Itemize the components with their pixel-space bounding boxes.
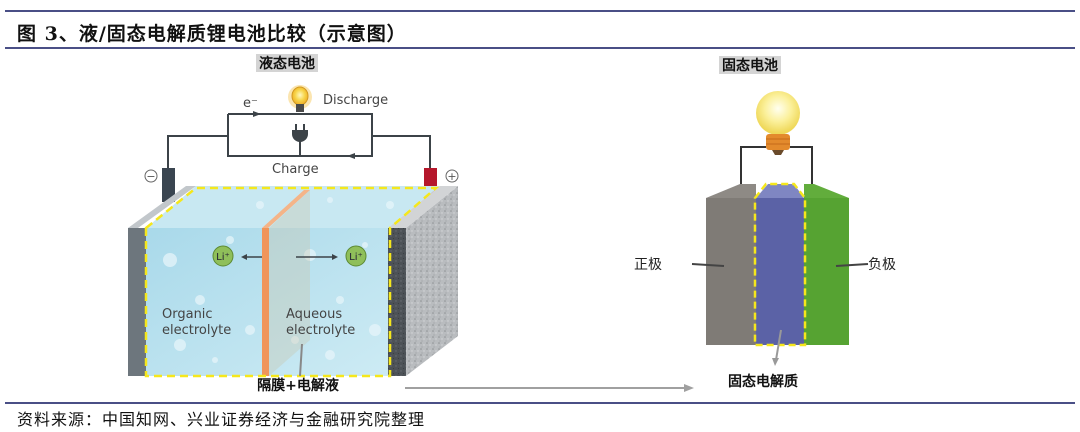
bubbles [163, 197, 394, 363]
electron-label: e⁻ [243, 96, 258, 111]
liquid-heading-bg [256, 54, 318, 72]
ion-right-label: Li⁺ [349, 252, 363, 263]
liquid-battery-diagram: 液态电池 e⁻ Discharge Charge − [128, 54, 459, 394]
aqueous-electrolyte-line2: electrolyte [286, 323, 355, 338]
ion-left-label: Li⁺ [216, 252, 230, 263]
left-electrode-top [128, 186, 196, 228]
comparison-arrow [405, 384, 694, 392]
organic-electrolyte-line1: Organic [162, 307, 213, 322]
title-rule [5, 47, 1075, 49]
electrolyte-pointer [775, 329, 782, 361]
electrolyte-top-face [146, 186, 440, 228]
ion-arrow-left-head [241, 254, 247, 260]
liquid-battery-heading: 液态电池 [259, 55, 315, 72]
charge-label: Charge [272, 162, 319, 177]
source-note: 资料来源：中国知网、兴业证券经济与金融研究院整理 [17, 410, 426, 429]
separator [262, 228, 269, 376]
solid-battery-diagram: 固态电池 正极 负极 固态电解质 [634, 56, 896, 390]
discharge-label: Discharge [323, 93, 388, 108]
separator-top [262, 190, 310, 228]
electron-arrow-icon [253, 111, 261, 117]
top-rule [5, 10, 1075, 12]
separator-electrolyte-label: 隔膜+电解液 [257, 377, 340, 394]
lightbulb-icon [288, 85, 312, 112]
solid-wire-left [740, 146, 766, 194]
negative-sign: − [146, 170, 155, 183]
electrolyte-pointer-head [772, 358, 779, 366]
lightbulb-icon [756, 91, 800, 155]
negative-terminal [162, 168, 175, 202]
left-electrode [128, 228, 146, 376]
separator-shadow [269, 190, 310, 376]
cathode [706, 198, 756, 345]
charge-arrow-icon [347, 153, 355, 159]
right-electrode [388, 228, 406, 376]
callout-pointer [299, 343, 303, 377]
right-electrode-side [406, 186, 458, 376]
lithium-ion-left [212, 245, 234, 267]
anode [804, 198, 849, 345]
organic-electrolyte-line2: electrolyte [162, 323, 231, 338]
solid-wire-right [790, 146, 813, 194]
minus-icon [144, 169, 158, 183]
solid-battery-heading: 固态电池 [722, 57, 778, 74]
solid-electrolyte-label: 固态电解质 [728, 373, 798, 390]
positive-sign: + [447, 170, 456, 183]
bottom-rule [5, 402, 1075, 404]
aqueous-electrolyte-line1: Aqueous [286, 307, 342, 322]
plus-icon [445, 169, 459, 183]
cathode-label: 正极 [634, 257, 662, 273]
figure-title: 图 3、液/固态电解质锂电池比较（示意图） [17, 23, 407, 45]
anode-pointer [835, 263, 869, 267]
solid-electrolyte-top [756, 184, 804, 198]
anode-label: 负极 [868, 257, 896, 273]
solid-heading-bg [719, 56, 781, 74]
solid-highlight-outline [753, 182, 807, 347]
right-electrode-top [388, 186, 458, 228]
solid-electrolyte [756, 198, 804, 345]
plug-icon [292, 124, 308, 142]
ion-arrow-right-head [332, 254, 338, 260]
anode-top [804, 184, 849, 198]
circuit-wires [167, 113, 431, 172]
cathode-top [706, 184, 756, 198]
lithium-ion-right [345, 245, 367, 267]
liquid-highlight-outline [144, 186, 440, 378]
cathode-pointer [691, 263, 725, 267]
